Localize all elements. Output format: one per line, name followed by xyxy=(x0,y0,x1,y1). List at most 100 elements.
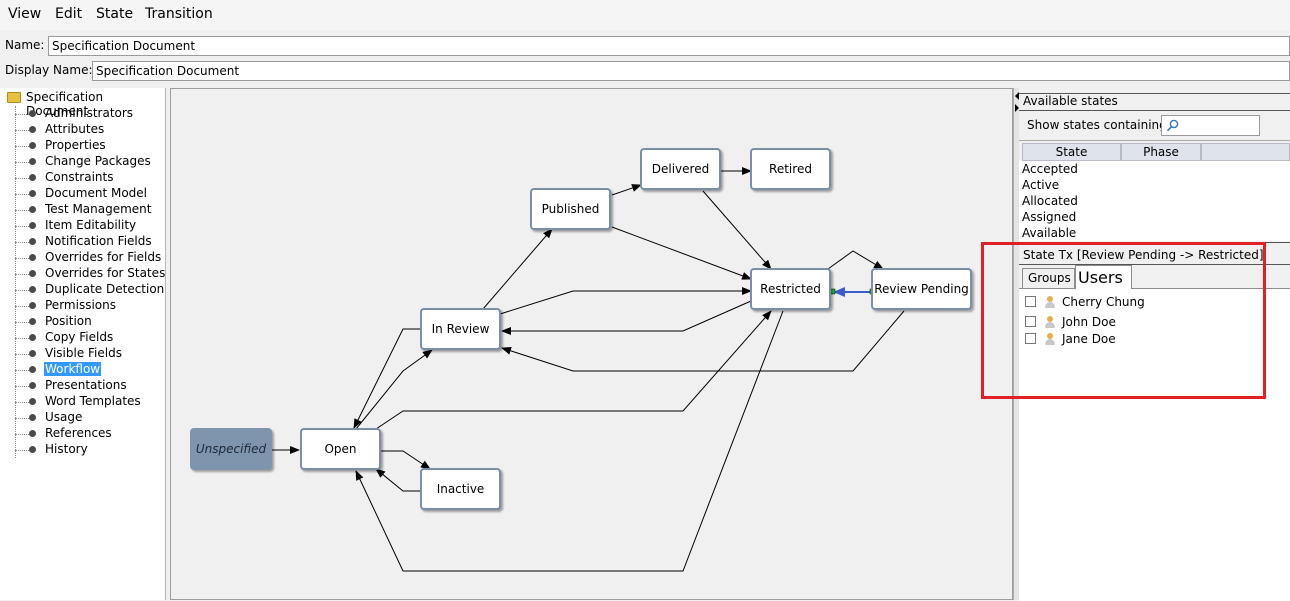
tree-connector xyxy=(15,450,29,451)
bullet-icon xyxy=(29,382,36,389)
right-panel: Available states Show states containing … xyxy=(1019,88,1290,601)
transition-inreview-open xyxy=(353,328,422,429)
user-row[interactable]: Cherry Chung xyxy=(1025,293,1145,310)
bullet-icon xyxy=(29,430,36,437)
tree-item-permissions[interactable]: Permissions xyxy=(15,298,165,314)
filter-label: Show states containing xyxy=(1027,118,1167,132)
state-list-item[interactable]: Active xyxy=(1022,178,1060,192)
workflow-canvas[interactable]: Unspecified Open In Review Inactive Publ… xyxy=(170,88,1013,600)
state-review-pending[interactable]: Review Pending xyxy=(871,268,972,310)
transition-restricted-inreview xyxy=(501,300,752,335)
tree-item-item-editability[interactable]: Item Editability xyxy=(15,218,165,234)
state-list-item[interactable]: Available xyxy=(1022,226,1077,240)
display-name-field[interactable]: Specification Document xyxy=(92,61,1290,81)
bullet-icon xyxy=(29,398,36,405)
tree-connector xyxy=(15,386,29,387)
tree-item-constraints[interactable]: Constraints xyxy=(15,170,165,186)
transition-arrows xyxy=(272,167,905,572)
user-icon xyxy=(1044,295,1056,309)
tree-item-test-management[interactable]: Test Management xyxy=(15,202,165,218)
tree-item-usage[interactable]: Usage xyxy=(15,410,165,426)
user-checkbox[interactable] xyxy=(1025,316,1036,327)
state-unspecified[interactable]: Unspecified xyxy=(190,428,272,470)
tree-item-properties[interactable]: Properties xyxy=(15,138,165,154)
user-name: John Doe xyxy=(1062,314,1116,329)
state-list-item[interactable]: Assigned xyxy=(1022,210,1077,224)
tree-item-workflow[interactable]: Workflow xyxy=(15,362,165,378)
tree-root[interactable]: Specification Document xyxy=(26,90,104,118)
transition-delivered-restricted xyxy=(702,190,772,270)
state-published[interactable]: Published xyxy=(530,188,611,230)
tree-item-attributes[interactable]: Attributes xyxy=(15,122,165,138)
state-delivered[interactable]: Delivered xyxy=(640,148,721,190)
state-search-input[interactable] xyxy=(1161,115,1260,136)
tree-item-label: Properties xyxy=(45,138,106,152)
tree-connector xyxy=(15,146,29,147)
name-field[interactable]: Specification Document xyxy=(48,36,1290,56)
tree-item-label: History xyxy=(45,442,88,456)
state-inactive[interactable]: Inactive xyxy=(420,468,501,510)
tree-item-label: Document Model xyxy=(45,186,148,200)
tree-item-document-model[interactable]: Document Model xyxy=(15,186,165,202)
tree-connector xyxy=(15,242,29,243)
tree-connector xyxy=(15,402,29,403)
tree-item-visible-fields[interactable]: Visible Fields xyxy=(15,346,165,362)
bullet-icon xyxy=(29,286,36,293)
bullet-icon xyxy=(29,318,36,325)
transition-reviewpending-inreview xyxy=(501,310,905,372)
column-header-phase[interactable]: Phase xyxy=(1121,143,1201,161)
tree-item-word-templates[interactable]: Word Templates xyxy=(15,394,165,410)
tree-item-position[interactable]: Position xyxy=(15,314,165,330)
tree-item-label: Copy Fields xyxy=(45,330,114,344)
state-restricted[interactable]: Restricted xyxy=(750,268,831,310)
state-in-review[interactable]: In Review xyxy=(420,308,501,350)
users-list: Cherry Chung John Doe Jane Doe xyxy=(1019,288,1290,601)
tree-connector xyxy=(15,290,29,291)
menu-view[interactable]: View xyxy=(8,6,42,22)
tree-item-label: Item Editability xyxy=(45,218,137,232)
tree-item-overrides-for-states[interactable]: Overrides for States xyxy=(15,266,165,282)
user-icon xyxy=(1044,315,1056,329)
tree-item-label: Test Management xyxy=(45,202,152,216)
tab-users[interactable]: Users xyxy=(1075,265,1132,289)
state-list-item[interactable]: Accepted xyxy=(1022,162,1078,176)
tree-item-label: Position xyxy=(45,314,92,328)
tree-item-duplicate-detection[interactable]: Duplicate Detection xyxy=(15,282,165,298)
tree-item-label: Permissions xyxy=(45,298,116,312)
state-retired[interactable]: Retired xyxy=(750,148,831,190)
bullet-icon xyxy=(29,142,36,149)
tree-item-label: Word Templates xyxy=(45,394,141,408)
user-checkbox[interactable] xyxy=(1025,296,1036,307)
tree-connector xyxy=(15,210,29,211)
user-row[interactable]: John Doe xyxy=(1025,313,1116,330)
tree-item-copy-fields[interactable]: Copy Fields xyxy=(15,330,165,346)
tree-item-label: Administrators xyxy=(45,106,134,120)
state-list-item[interactable]: Allocated xyxy=(1022,194,1078,208)
tree-item-label: Visible Fields xyxy=(45,346,122,360)
user-icon xyxy=(1044,332,1056,346)
tree-item-label: Duplicate Detection xyxy=(45,282,165,296)
tree-item-presentations[interactable]: Presentations xyxy=(15,378,165,394)
column-header-state[interactable]: State xyxy=(1022,143,1121,161)
tree-item-history[interactable]: History xyxy=(15,442,165,458)
bullet-icon xyxy=(29,302,36,309)
transition-published-delivered xyxy=(611,184,642,196)
transition-inreview-restricted xyxy=(499,287,752,315)
menu-state[interactable]: State xyxy=(96,6,134,22)
tree-item-references[interactable]: References xyxy=(15,426,165,442)
tree-item-label: Workflow xyxy=(44,362,102,376)
panel-splitter[interactable] xyxy=(1013,88,1020,600)
tree-item-overrides-for-fields[interactable]: Overrides for Fields xyxy=(15,250,165,266)
user-row[interactable]: Jane Doe xyxy=(1025,330,1116,347)
menu-edit[interactable]: Edit xyxy=(55,6,83,22)
tree-connector xyxy=(15,306,29,307)
user-checkbox[interactable] xyxy=(1025,333,1036,344)
tree-item-administrators[interactable]: Administrators xyxy=(15,106,165,122)
menu-transition[interactable]: Transition xyxy=(145,6,213,22)
tree-item-notification-fields[interactable]: Notification Fields xyxy=(15,234,165,250)
bullet-icon xyxy=(29,254,36,261)
tree-item-change-packages[interactable]: Change Packages xyxy=(15,154,165,170)
tab-groups[interactable]: Groups xyxy=(1022,268,1075,288)
state-open[interactable]: Open xyxy=(300,428,381,470)
